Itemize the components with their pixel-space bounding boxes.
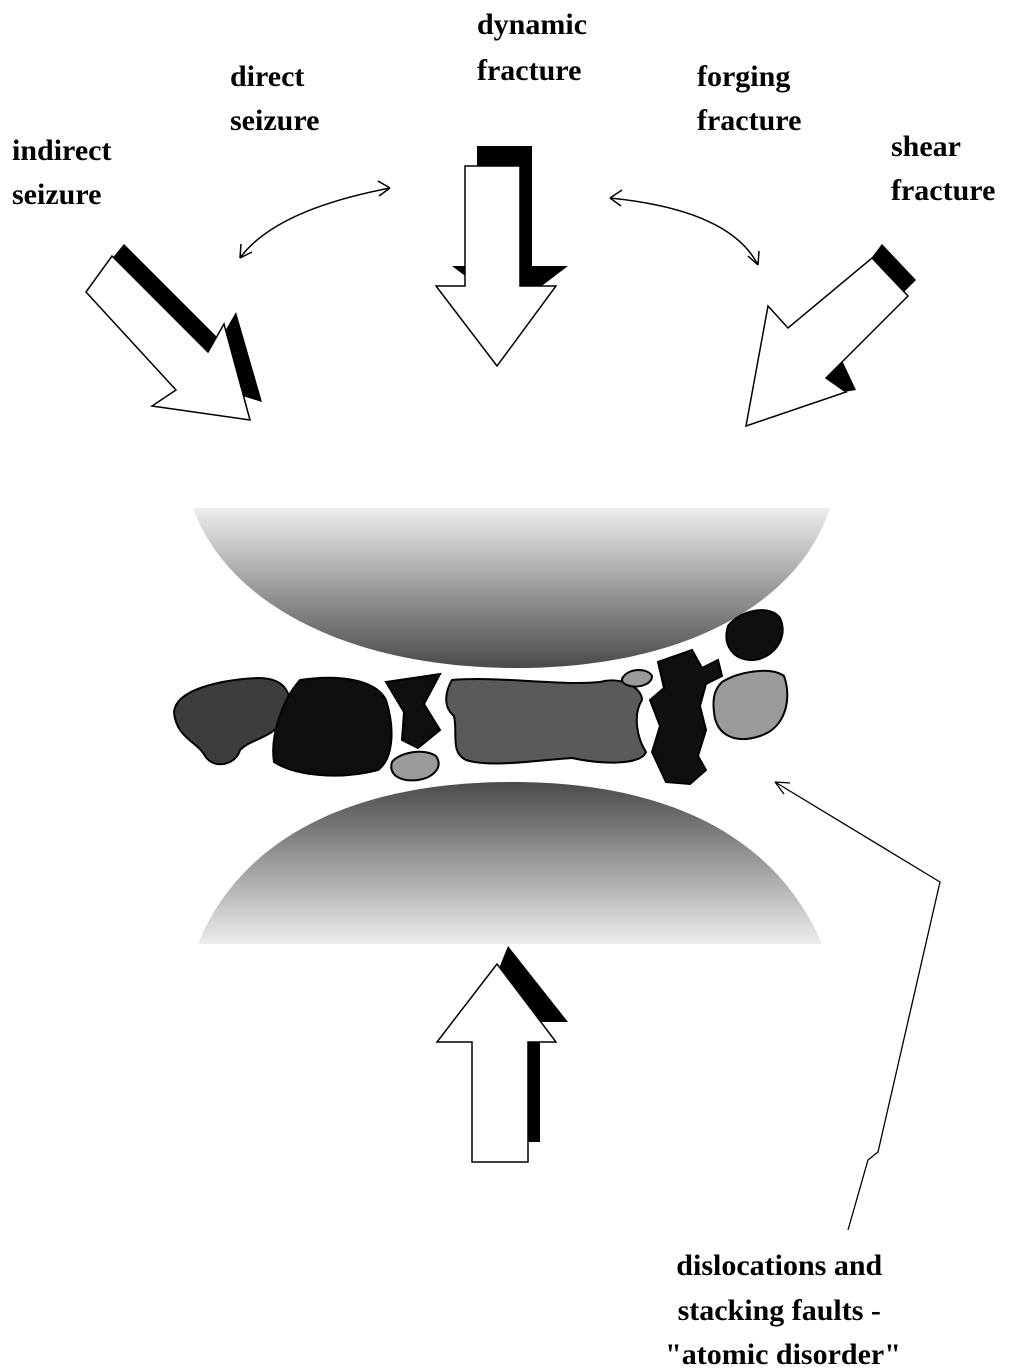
debris-particle (622, 670, 652, 687)
label-forging-fracture: forging fracture (697, 60, 801, 137)
label-atomic-disorder: dislocations and stacking faults - "atom… (665, 1249, 901, 1370)
label-dynamic-fracture: dynamic fracture (477, 8, 595, 87)
arrow-shear-fracture (746, 244, 916, 426)
debris-particle (273, 678, 391, 776)
arrow-indirect-seizure (86, 244, 262, 420)
debris-particle (386, 674, 440, 748)
label-indirect-seizure: indirect seizure (12, 134, 119, 211)
debris-particle (446, 679, 646, 763)
label-direct-seizure: direct seizure (230, 60, 319, 137)
debris-particle (713, 671, 787, 739)
pointer-arrow-atomic-disorder (775, 782, 940, 1230)
curved-double-arrow-right (610, 190, 759, 265)
curved-double-arrow-left (240, 181, 390, 258)
arrow-upward-load (437, 946, 568, 1162)
debris-particle (650, 650, 722, 784)
lower-asperity (198, 782, 822, 944)
label-shear-fracture: shear fracture (891, 130, 995, 207)
arrow-dynamic-fracture (436, 146, 568, 366)
debris-particle (391, 752, 438, 781)
